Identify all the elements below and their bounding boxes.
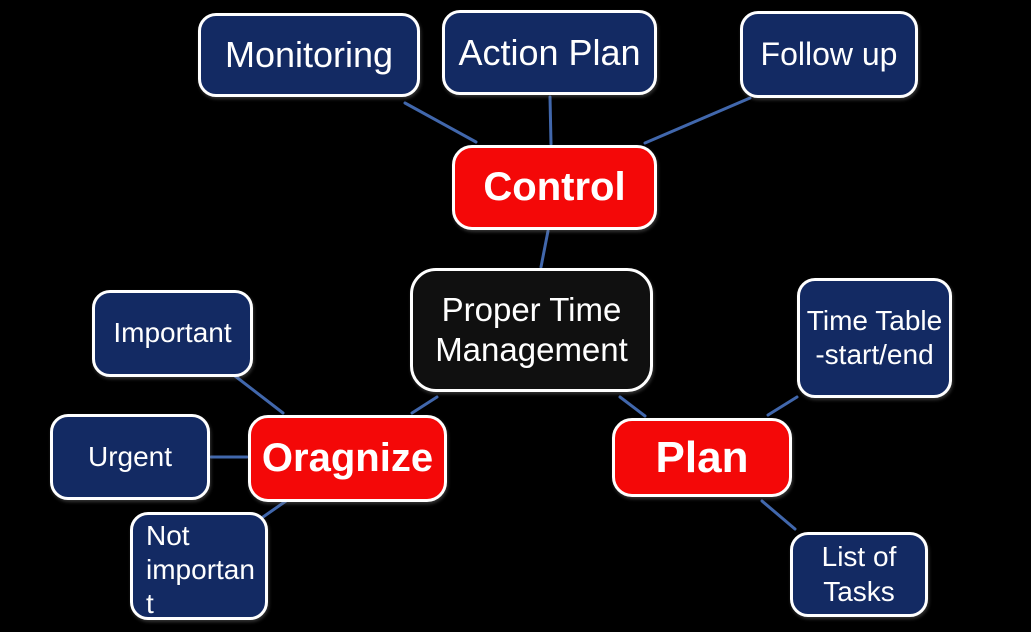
edge-plan-list-of-tasks (760, 499, 797, 531)
edge-action-plan-control (548, 95, 553, 146)
node-follow-up: Follow up (740, 11, 918, 98)
node-center: Proper Time Management (410, 268, 653, 392)
edge-center-oragnize (410, 395, 439, 415)
node-important: Important (92, 290, 253, 377)
node-control: Control (452, 145, 657, 230)
edge-important-oragnize (233, 374, 285, 415)
edge-follow-up-control (643, 96, 752, 145)
node-not-important: Not importan t (130, 512, 268, 620)
node-monitoring: Monitoring (198, 13, 420, 97)
edge-time-table-plan (766, 395, 799, 417)
node-oragnize: Oragnize (248, 415, 447, 502)
node-urgent: Urgent (50, 414, 210, 500)
edge-control-center (539, 229, 550, 269)
node-time-table: Time Table -start/end (797, 278, 952, 398)
edge-not-important-oragnize (261, 499, 288, 519)
edge-monitoring-control (403, 101, 478, 144)
node-list-of-tasks: List of Tasks (790, 532, 928, 617)
node-plan: Plan (612, 418, 792, 497)
node-action-plan: Action Plan (442, 10, 657, 95)
edge-center-plan (618, 395, 647, 418)
